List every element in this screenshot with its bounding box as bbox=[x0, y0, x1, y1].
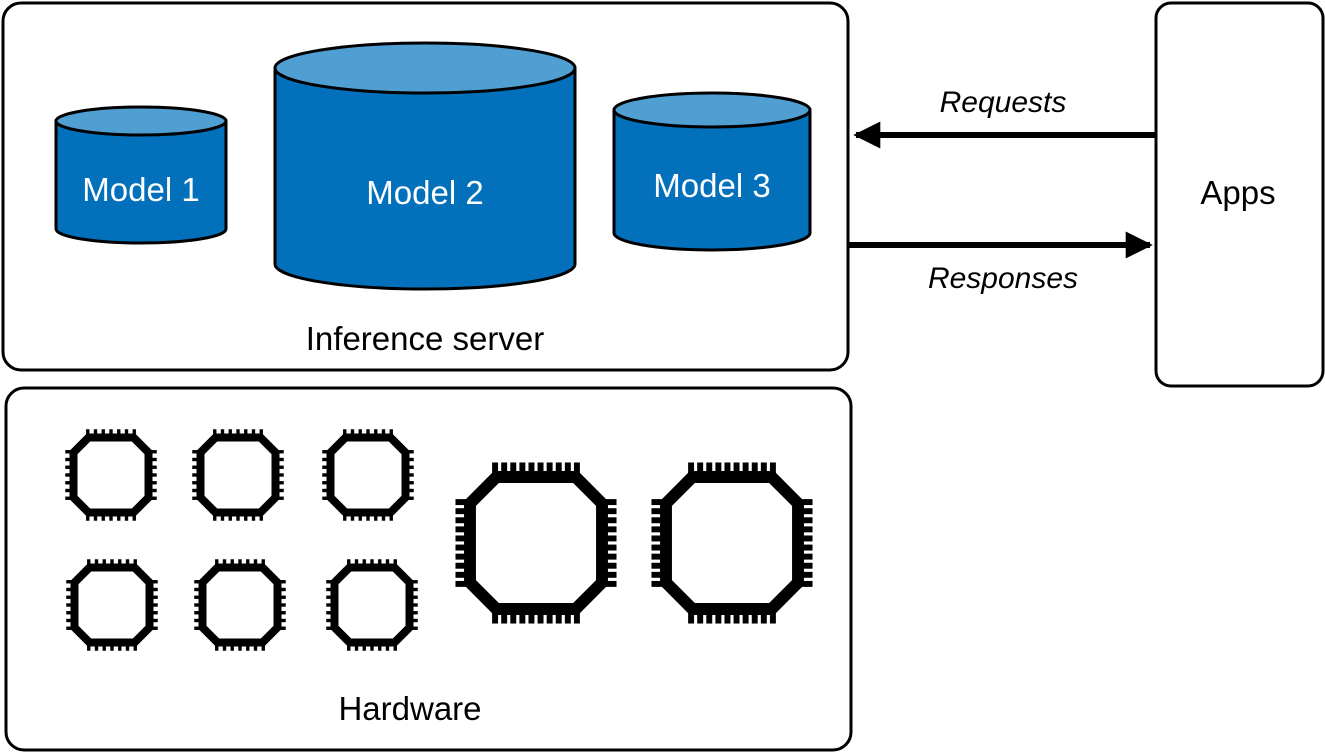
model-1-label: Model 1 bbox=[82, 171, 199, 208]
requests-label: Requests bbox=[940, 86, 1067, 119]
model-1-cylinder-icon: Model 1 bbox=[54, 105, 228, 245]
model-3-label: Model 3 bbox=[653, 167, 770, 204]
cpu-chip-icon bbox=[651, 462, 813, 624]
model-2-cylinder-icon: Model 2 bbox=[273, 41, 577, 291]
requests-arrow: Requests bbox=[853, 86, 1157, 149]
chip-group bbox=[65, 429, 813, 651]
hardware-label: Hardware bbox=[338, 690, 481, 727]
cpu-chip-icon bbox=[194, 559, 286, 651]
responses-label: Responses bbox=[928, 262, 1078, 295]
model-3-cylinder-icon: Model 3 bbox=[612, 91, 812, 252]
hardware-box: Hardware bbox=[4, 386, 853, 752]
model-2-label: Model 2 bbox=[366, 174, 483, 211]
cpu-chip-icon bbox=[192, 429, 284, 521]
inference-server-label: Inference server bbox=[306, 320, 544, 357]
cpu-chip-icon bbox=[66, 559, 158, 651]
cpu-chip-icon bbox=[326, 559, 418, 651]
responses-arrow: Responses bbox=[849, 231, 1153, 295]
apps-box: Apps bbox=[1154, 1, 1325, 388]
cpu-chip-icon bbox=[65, 429, 157, 521]
cpu-chip-icon bbox=[455, 462, 617, 624]
cpu-chip-icon bbox=[322, 429, 414, 521]
apps-label: Apps bbox=[1200, 174, 1275, 211]
